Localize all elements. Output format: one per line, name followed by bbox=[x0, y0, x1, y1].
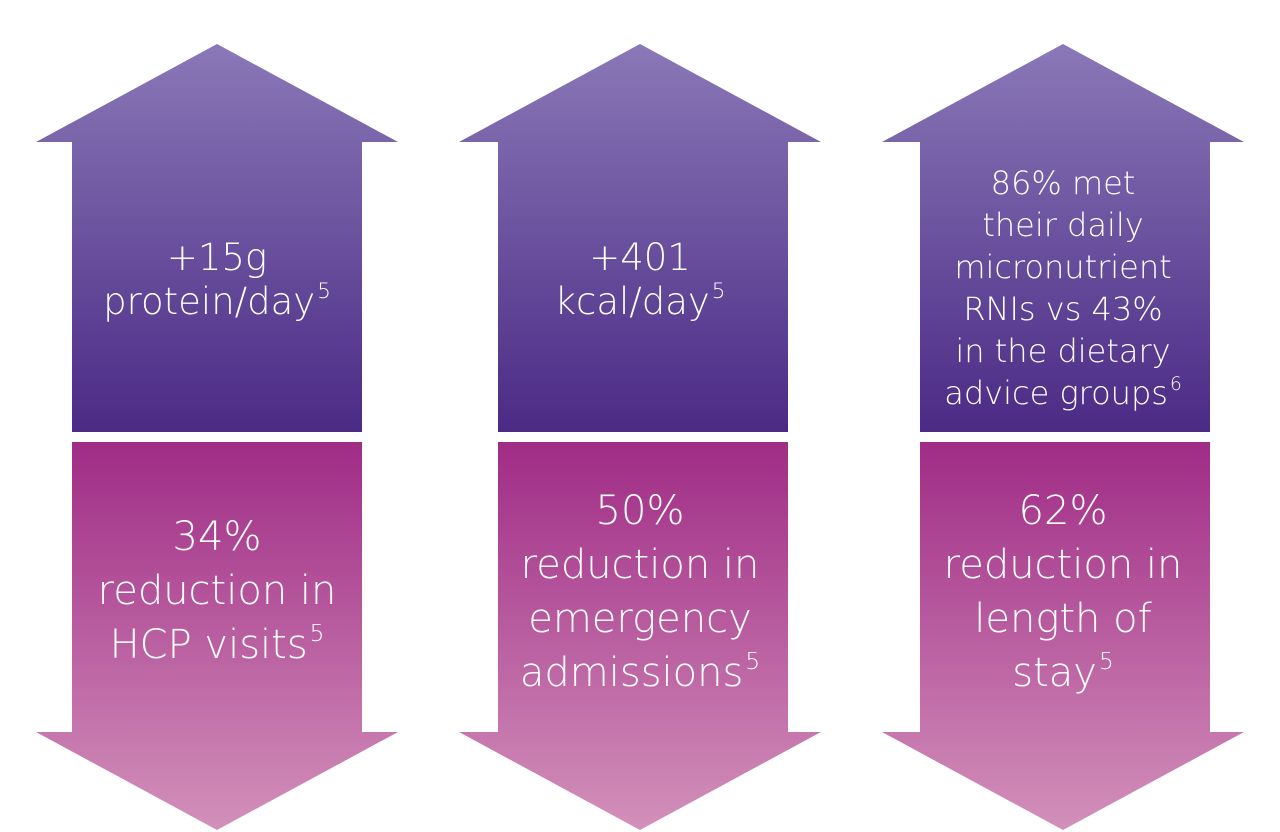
down-arrow-label: 62% reduction in length of stay5 bbox=[943, 488, 1183, 696]
footnote-ref: 5 bbox=[745, 647, 761, 675]
down-arrow-label: 50% reduction in emergency admissions5 bbox=[519, 488, 761, 696]
arrow-shapes bbox=[36, 44, 398, 830]
panel-protein: +15g protein/day5 34% reduction in HCP v… bbox=[32, 0, 402, 832]
panel-energy: +401 kcal/day5 50% reduction in emergenc… bbox=[455, 0, 825, 832]
up-arrow-label: 86% met their daily micronutrient RNIs v… bbox=[944, 164, 1182, 412]
down-arrow bbox=[36, 442, 398, 830]
down-arrow-label: 34% reduction in HCP visits5 bbox=[97, 514, 337, 668]
footnote-ref: 5 bbox=[317, 278, 331, 304]
up-arrow-label: +15g protein/day5 bbox=[103, 236, 331, 323]
footnote-ref: 6 bbox=[1169, 374, 1182, 396]
up-arrow bbox=[36, 44, 398, 432]
footnote-ref: 5 bbox=[309, 619, 325, 647]
arrow-shapes bbox=[459, 44, 821, 830]
down-arrow bbox=[882, 442, 1244, 830]
arrow-shapes bbox=[882, 44, 1244, 830]
up-arrow bbox=[882, 44, 1244, 432]
panel-micronutrients: 86% met their daily micronutrient RNIs v… bbox=[878, 0, 1248, 832]
footnote-ref: 5 bbox=[1098, 647, 1114, 675]
footnote-ref: 5 bbox=[711, 278, 726, 304]
up-arrow-label: +401 kcal/day5 bbox=[554, 236, 726, 323]
up-arrow bbox=[459, 44, 821, 432]
down-arrow bbox=[459, 442, 821, 830]
